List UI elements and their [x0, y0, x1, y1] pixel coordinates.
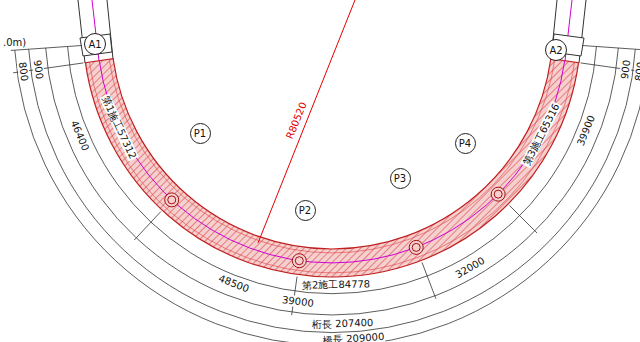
abutment: [80, 34, 584, 56]
pier: [409, 240, 423, 254]
pier: [165, 193, 179, 207]
deck-edge: [89, 59, 574, 273]
callout-text: A2: [549, 45, 562, 56]
dimension: 39000: [281, 294, 316, 309]
approach-road: [78, 0, 586, 63]
callout-text: P4: [459, 138, 471, 149]
dimension-arc: [68, 47, 597, 294]
title-fragment: .0m): [2, 37, 27, 48]
dimension-arc: [15, 50, 640, 342]
dimension: 32000: [453, 254, 488, 280]
stage-label: 第2施工84778: [301, 279, 371, 291]
extension-line: [134, 212, 161, 241]
extension-line: [582, 46, 640, 51]
extension-line: [422, 262, 436, 298]
dimension: 39900: [575, 113, 598, 148]
radius-label: R80520: [283, 99, 308, 141]
dimension-arc: [29, 49, 636, 332]
pier-callout: P1: [190, 123, 211, 144]
pier-callout: A1: [84, 33, 106, 55]
pier-callout: P4: [455, 133, 476, 154]
dimension: 800: [17, 60, 31, 82]
approach-centerline: [92, 0, 572, 61]
pier-core: [168, 196, 176, 204]
pier: [292, 254, 306, 268]
dimension: 48500: [216, 273, 252, 295]
dimension: 桁長 207400: [310, 317, 374, 330]
pier-callout: A2: [545, 39, 567, 61]
radius-line: [258, 0, 355, 243]
dimension: 900: [618, 58, 632, 80]
dimension: 800: [633, 60, 640, 82]
dimension: 900: [32, 58, 46, 80]
callout-text: A1: [88, 39, 101, 50]
pier-callout: P2: [295, 200, 316, 221]
bridge-deck: [85, 59, 578, 277]
dimension: 46400: [68, 117, 91, 152]
pier-core: [494, 190, 502, 198]
centerline: [99, 61, 564, 263]
callout-text: P1: [194, 128, 206, 139]
extension-line: [509, 205, 537, 233]
callout-text: P2: [299, 205, 311, 216]
pier-callout: P3: [390, 168, 411, 189]
pier-core: [412, 243, 420, 251]
pier: [491, 187, 505, 201]
callout-text: P3: [394, 173, 406, 184]
pier-core: [295, 257, 303, 265]
